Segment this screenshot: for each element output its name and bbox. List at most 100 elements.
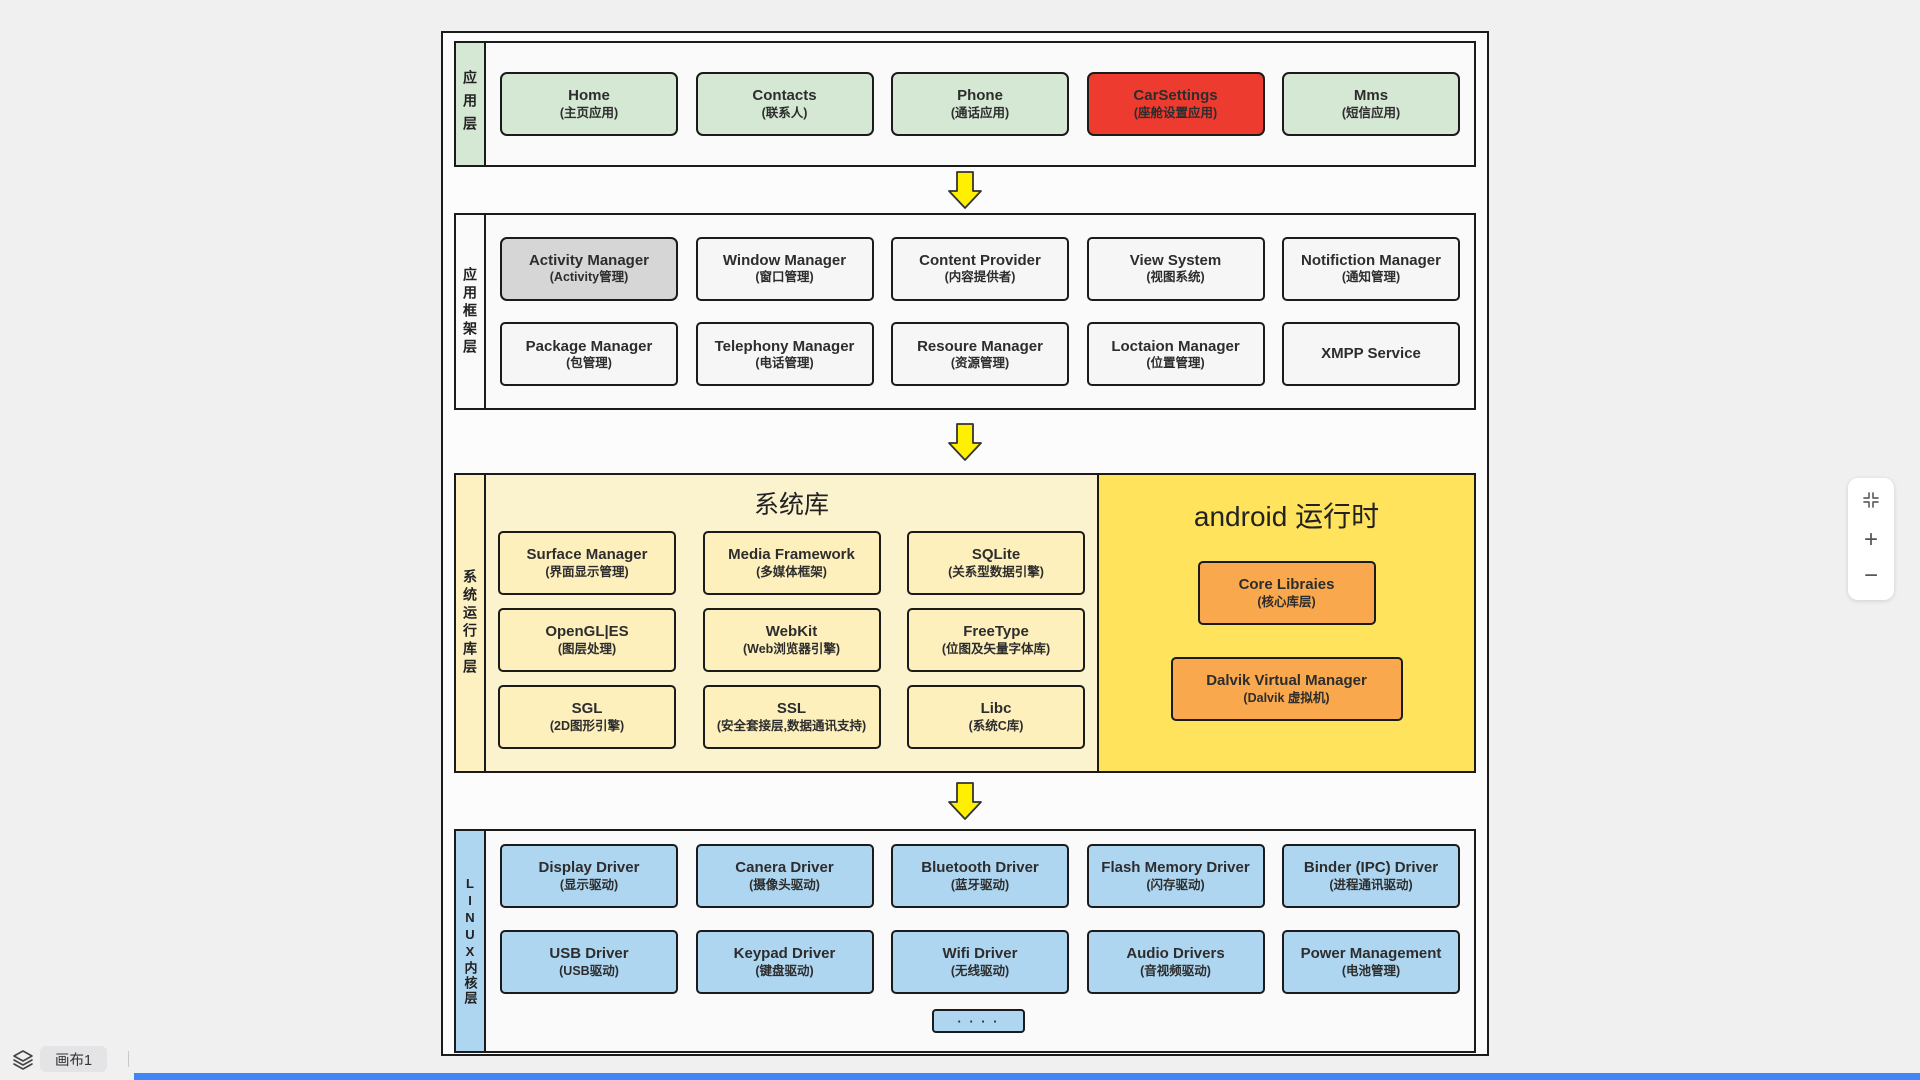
node-title: XMPP Service: [1321, 345, 1421, 363]
down-arrow-icon[interactable]: [948, 171, 982, 209]
node-subtitle: (USB驱动): [559, 963, 619, 978]
layers-icon[interactable]: [11, 1048, 35, 1072]
android-runtime-title: android 运行时: [1193, 501, 1380, 532]
node-package-manager[interactable]: Package Manager (包管理): [500, 322, 678, 387]
node-location-manager[interactable]: Loctaion Manager (位置管理): [1086, 322, 1265, 387]
node-subtitle: (安全套接层,数据通讯支持): [716, 718, 867, 733]
node-title: Notifiction Manager: [1300, 251, 1441, 269]
node-subtitle: (Dalvik 虚拟机): [1243, 690, 1330, 705]
node-view-system[interactable]: View System (视图系统): [1086, 236, 1265, 301]
application-layer-label-text: 应用层: [462, 69, 478, 139]
node-title: Telephony Manager: [714, 337, 855, 355]
node-title: Home: [568, 87, 610, 105]
node-home[interactable]: Home (主页应用): [500, 72, 678, 136]
android-runtime-section[interactable]: android 运行时 Core Libraies (核心库层) Dalvik …: [1099, 475, 1474, 771]
node-notification-manager[interactable]: Notifiction Manager (通知管理): [1282, 236, 1460, 301]
node-ssl[interactable]: SSL (安全套接层,数据通讯支持): [702, 685, 881, 749]
fit-screen-icon[interactable]: [1861, 490, 1881, 515]
node-display-driver[interactable]: Display Driver (显示驱动): [500, 844, 678, 908]
node-webkit[interactable]: WebKit (Web浏览器引擎): [702, 608, 881, 672]
node-power-management[interactable]: Power Management (电池管理): [1282, 930, 1460, 994]
node-libc[interactable]: Libc (系统C库): [907, 685, 1085, 749]
node-sgl[interactable]: SGL (2D图形引擎): [498, 685, 676, 749]
zoom-in-button[interactable]: +: [1863, 525, 1878, 553]
node-subtitle: (位置管理): [1146, 355, 1205, 370]
node-title: Canera Driver: [735, 859, 834, 877]
node-title: FreeType: [963, 623, 1029, 641]
node-contacts[interactable]: Contacts (联系人): [695, 72, 874, 136]
node-content-provider[interactable]: Content Provider (内容提供者): [891, 236, 1069, 301]
node-binder-ipc-driver[interactable]: Binder (IPC) Driver (进程通讯驱动): [1282, 844, 1460, 908]
node-bluetooth-driver[interactable]: Bluetooth Driver (蓝牙驱动): [891, 844, 1069, 908]
node-subtitle: (通知管理): [1341, 270, 1401, 285]
node-keypad-driver[interactable]: Keypad Driver (键盘驱动): [695, 930, 874, 994]
node-title: OpenGL|ES: [545, 623, 629, 641]
node-title: Power Management: [1300, 945, 1442, 963]
bottom-scrollbar[interactable]: [134, 1073, 1920, 1080]
system-libraries-section[interactable]: 系统库 Surface Manager (界面显示管理) Media Frame…: [486, 475, 1099, 771]
kernel-layer-label[interactable]: LINUX内核层: [456, 831, 486, 1051]
node-title: Libc: [980, 700, 1012, 718]
node-title: Content Provider: [919, 251, 1041, 269]
node-subtitle: (通话应用): [950, 105, 1010, 120]
node-title: CarSettings: [1133, 87, 1218, 105]
node-phone[interactable]: Phone (通话应用): [891, 72, 1069, 136]
canvas-tab-label: 画布1: [55, 1052, 93, 1069]
framework-layer-band[interactable]: 应用框架层 Activity Manager (Activity管理) Wind…: [454, 213, 1476, 410]
node-subtitle: (Web浏览器引擎): [743, 641, 840, 656]
node-title: Media Framework: [728, 546, 855, 564]
node-subtitle: (多媒体框架): [756, 564, 827, 579]
node-sqlite[interactable]: SQLite (关系型数据引擎): [907, 531, 1085, 595]
node-title: Display Driver: [538, 859, 640, 877]
node-carsettings[interactable]: CarSettings (座舱设置应用): [1086, 72, 1265, 136]
node-subtitle: (音视频驱动): [1140, 963, 1211, 978]
diagram-canvas[interactable]: 应用层 Home (主页应用) Contacts (联系人) Phone (通话…: [441, 31, 1489, 1056]
node-title: Audio Drivers: [1126, 945, 1225, 963]
node-activity-manager[interactable]: Activity Manager (Activity管理): [500, 236, 678, 301]
application-layer-band[interactable]: 应用层 Home (主页应用) Contacts (联系人) Phone (通话…: [454, 41, 1476, 167]
node-camera-driver[interactable]: Canera Driver (摄像头驱动): [695, 844, 874, 908]
node-subtitle: (位图及矢量字体库): [941, 641, 1051, 656]
kernel-layer-band[interactable]: LINUX内核层 Display Driver (显示驱动) Canera Dr…: [454, 829, 1476, 1053]
node-flash-memory-driver[interactable]: Flash Memory Driver (闪存驱动): [1086, 844, 1265, 908]
node-subtitle: (电话管理): [755, 355, 814, 370]
runtime-layer-label-text: 系统运行库层: [462, 569, 478, 677]
node-window-manager[interactable]: Window Manager (窗口管理): [695, 236, 874, 301]
node-subtitle: (核心库层): [1257, 594, 1316, 609]
node-usb-driver[interactable]: USB Driver (USB驱动): [500, 930, 678, 994]
node-telephony-manager[interactable]: Telephony Manager (电话管理): [695, 322, 874, 387]
node-audio-drivers[interactable]: Audio Drivers (音视频驱动): [1086, 930, 1265, 994]
node-surface-manager[interactable]: Surface Manager (界面显示管理): [498, 531, 676, 595]
node-core-libraries[interactable]: Core Libraies (核心库层): [1197, 561, 1376, 625]
node-subtitle: (窗口管理): [755, 270, 814, 285]
node-opengl-es[interactable]: OpenGL|ES (图层处理): [498, 608, 676, 672]
runtime-layer-band[interactable]: 系统运行库层 系统库 Surface Manager (界面显示管理) Medi…: [454, 473, 1476, 773]
node-title: Dalvik Virtual Manager: [1206, 672, 1367, 690]
node-subtitle: (内容提供者): [944, 270, 1016, 285]
down-arrow-icon[interactable]: [948, 782, 982, 820]
canvas-tab[interactable]: 画布1: [40, 1046, 108, 1072]
node-title: View System: [1129, 251, 1222, 269]
node-media-framework[interactable]: Media Framework (多媒体框架): [702, 531, 881, 595]
down-arrow-icon[interactable]: [948, 422, 982, 461]
node-title: Resoure Manager: [917, 337, 1043, 355]
node-freetype[interactable]: FreeType (位图及矢量字体库): [907, 608, 1085, 672]
node-title: Core Libraies: [1238, 576, 1335, 594]
node-xmpp-service[interactable]: XMPP Service: [1282, 322, 1460, 387]
node-subtitle: (键盘驱动): [755, 963, 814, 978]
node-resource-manager[interactable]: Resoure Manager (资源管理): [891, 322, 1069, 387]
node-subtitle: (显示驱动): [559, 877, 619, 892]
node-subtitle: (2D图形引擎): [549, 718, 625, 733]
node-wifi-driver[interactable]: Wifi Driver (无线驱动): [891, 930, 1069, 994]
tab-separator: [128, 1051, 129, 1067]
node-mms[interactable]: Mms (短信应用): [1282, 72, 1460, 136]
framework-layer-label[interactable]: 应用框架层: [456, 215, 486, 408]
node-more-drivers[interactable]: · · · ·: [932, 1009, 1025, 1033]
runtime-layer-label[interactable]: 系统运行库层: [456, 475, 486, 771]
zoom-out-button[interactable]: −: [1863, 561, 1878, 589]
application-layer-label[interactable]: 应用层: [456, 43, 486, 165]
node-subtitle: (资源管理): [950, 355, 1010, 370]
node-title: Wifi Driver: [942, 945, 1018, 963]
node-dalvik-vm[interactable]: Dalvik Virtual Manager (Dalvik 虚拟机): [1170, 657, 1403, 721]
node-subtitle: (Activity管理): [549, 270, 629, 285]
